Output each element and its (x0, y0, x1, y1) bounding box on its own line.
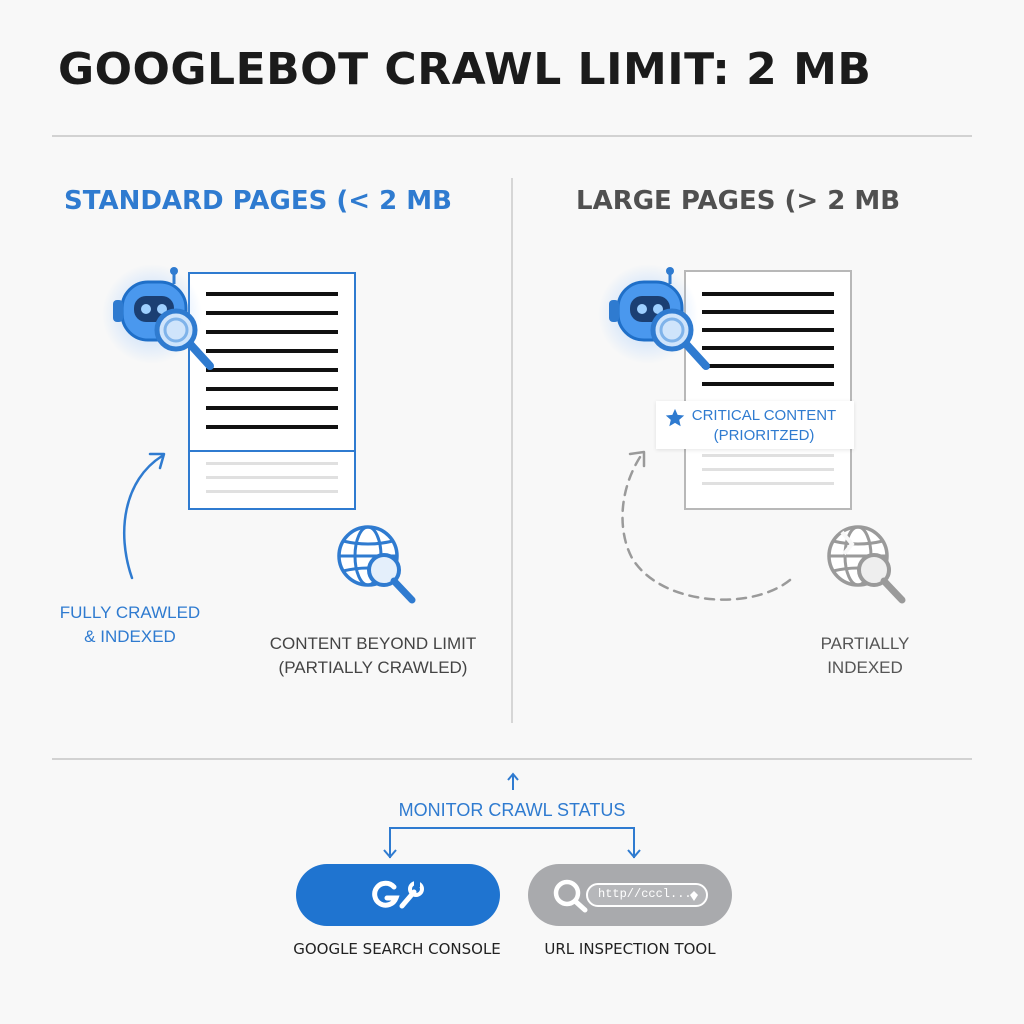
title-divider (52, 135, 972, 137)
partial-crawl-arrow (621, 450, 792, 601)
partially-indexed-label: PARTIALLY INDEXED (820, 634, 910, 677)
critical-content-badge: CRITICAL CONTENT (PRIORITZED) (656, 401, 854, 449)
url-inspection-tool-label: URL INSPECTION TOOL (544, 940, 716, 958)
link-icon (690, 891, 698, 901)
google-search-console-label: GOOGLE SEARCH CONSOLE (293, 940, 501, 958)
google-search-console-button[interactable] (296, 864, 500, 926)
beyond-limit-label: CONTENT BEYOND LIMIT (PARTIALLY CRAWLED) (269, 634, 477, 677)
globe-search-icon (337, 525, 416, 604)
standard-page-document (188, 272, 356, 510)
magnifier-icon (154, 308, 214, 370)
fully-crawled-label: FULLY CRAWLED & INDEXED (59, 603, 201, 646)
star-icon (665, 408, 685, 427)
large-page-document (684, 270, 852, 510)
search-icon (553, 879, 588, 913)
magnifier-icon (650, 308, 710, 370)
critical-content-text: CRITICAL CONTENT (PRIORITZED) (691, 407, 837, 444)
column-divider (511, 178, 513, 723)
monitor-bracket-arrows (383, 827, 641, 859)
google-console-icon (372, 880, 424, 909)
bottom-divider (52, 758, 972, 760)
url-inspection-tool-button[interactable]: http//cccl... (528, 864, 732, 926)
monitor-crawl-status-label: MONITOR CRAWL STATUS (398, 800, 626, 820)
crawl-arrow (122, 452, 166, 580)
large-pages-heading: LARGE PAGES (> 2 MB (576, 186, 901, 216)
url-field: http//cccl... (586, 883, 708, 907)
globe-search-icon (827, 525, 906, 604)
standard-pages-heading: STANDARD PAGES (< 2 MB (64, 186, 452, 216)
page-title: GOOGLEBOT CRAWL LIMIT: 2 MB (58, 44, 872, 95)
up-arrow-icon (507, 772, 519, 790)
